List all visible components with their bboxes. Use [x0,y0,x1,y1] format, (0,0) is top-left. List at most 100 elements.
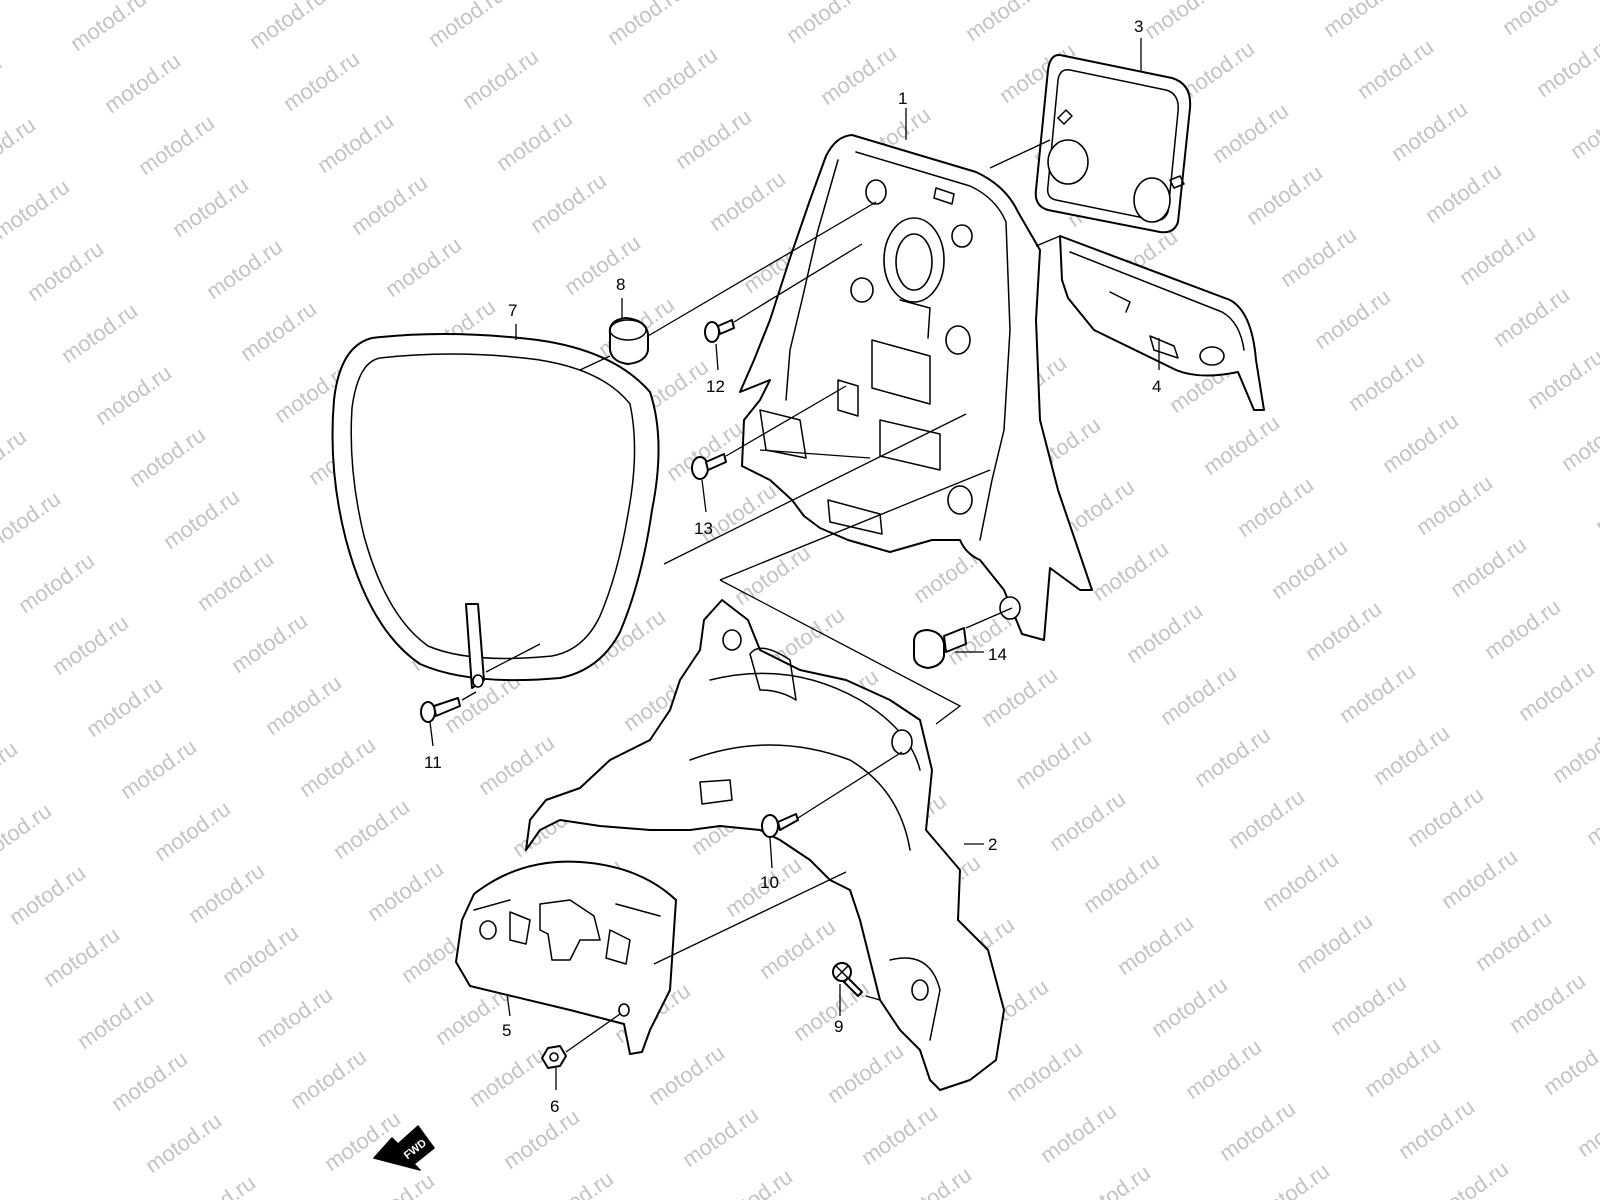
watermark-text: motod.ru [1190,722,1275,792]
part-13-screw [691,453,727,480]
callout-14: 14 [988,645,1007,664]
watermark-text: motod.ru [424,0,509,52]
part-12-screw [704,319,735,343]
watermark-text: motod.ru [279,46,364,116]
watermark-text: motod.ru [286,1044,371,1114]
watermark-text: motod.ru [1310,284,1395,354]
watermark-text: motod.ru [755,914,840,984]
watermark-text: motod.ru [1088,536,1173,606]
watermark-text: motod.ru [73,984,158,1054]
watermark-text: motod.ru [671,104,756,174]
watermark-text: motod.ru [0,798,56,868]
watermark-text: motod.ru [789,976,874,1046]
callout-7: 7 [508,301,517,320]
callout-leaders [429,38,1160,1090]
watermark-text: motod.ru [252,982,337,1052]
watermark-text: motod.ru [712,1164,797,1200]
watermark-text: motod.ru [91,360,176,430]
watermark-text: motod.ru [644,1040,729,1110]
watermark-text: motod.ru [1215,1096,1300,1166]
watermark-text: motod.ru [1498,0,1583,40]
callout-10: 10 [760,873,779,892]
watermark-text: motod.ru [891,1162,976,1200]
watermark-text: motod.ru [1403,782,1488,852]
watermark-text: motod.ru [1360,1032,1445,1102]
callout-4: 4 [1152,377,1161,396]
watermark-text: motod.ru [1582,780,1600,850]
callout-labels: 1 2 3 4 5 6 7 8 9 10 11 12 13 14 [424,17,1161,1116]
watermark-text: motod.ru [1002,1036,1087,1106]
watermark-text: motod.ru [1437,844,1522,914]
watermark-text: motod.ru [705,166,790,236]
watermark-text: motod.ru [1532,32,1600,102]
watermark-text: motod.ru [1242,160,1327,230]
watermark-text: motod.ru [465,1042,550,1112]
part-9-screw [832,962,863,997]
watermark-text: motod.ru [499,1104,584,1174]
watermark-text: motod.ru [363,856,448,926]
watermark-text: motod.ru [1394,1094,1479,1164]
watermark-text: motod.ru [5,860,90,930]
watermark-text: motod.ru [1566,94,1600,164]
watermark-text: motod.ru [0,486,65,556]
watermark-text: motod.ru [245,0,330,54]
watermark-text: motod.ru [1267,534,1352,604]
watermark-text: motod.ru [227,608,312,678]
watermark-text: motod.ru [560,230,645,300]
watermark-text: motod.ru [202,234,287,304]
watermark-text: motod.ru [125,422,210,492]
watermark-text: motod.ru [1514,656,1599,726]
watermark-text: motod.ru [1591,468,1600,538]
watermark-text: motod.ru [1140,0,1225,44]
watermark-text: motod.ru [1319,0,1404,42]
watermark-text: motod.ru [1122,598,1207,668]
part-14-bolt [913,627,967,669]
watermark-text: motod.ru [261,670,346,740]
part-11-screw [420,697,461,723]
watermark-text: motod.ru [1181,1034,1266,1104]
watermark-text: motod.ru [141,1108,226,1178]
part-10-screw [761,813,799,838]
watermark-text: motod.ru [66,0,151,56]
watermark-text: motod.ru [1573,1092,1600,1162]
watermark-text: motod.ru [1326,970,1411,1040]
watermark-text: motod.ru [57,298,142,368]
callout-13: 13 [694,519,713,538]
watermark-text: motod.ru [533,1166,618,1200]
callout-12: 12 [706,377,725,396]
watermark-text: motod.ru [1036,1098,1121,1168]
watermark-text: motod.ru [0,112,40,182]
watermark-text: motod.ru [1455,220,1540,290]
callout-9: 9 [834,1017,843,1036]
watermark-text: motod.ru [0,174,74,244]
fwd-arrow-icon [373,1125,435,1171]
watermark-text: motod.ru [329,794,414,864]
part-6-nut [541,1045,567,1069]
watermark-text: motod.ru [313,108,398,178]
watermark-text: motod.ru [730,540,815,610]
watermark-text: motod.ru [1557,406,1600,476]
watermark-text: motod.ru [168,172,253,242]
part-2-main-cover [525,599,1005,1091]
callout-5: 5 [502,1021,511,1040]
part-1-backrest-bracket [739,134,1093,641]
callout-6: 6 [550,1097,559,1116]
watermark-text: motod.ru [1471,906,1556,976]
callout-1: 1 [898,89,907,108]
watermark-text: motod.ru [184,858,269,928]
watermark-text: motod.ru [381,232,466,302]
watermark-text: motod.ru [48,610,133,680]
watermark-text: motod.ru [1011,724,1096,794]
watermark-text: motod.ru [603,0,688,50]
callout-11: 11 [424,753,442,772]
watermark-text: motod.ru [1446,532,1531,602]
watermark-text: motod.ru [1249,1158,1334,1200]
watermark-text: motod.ru [1258,846,1343,916]
watermark-text: motod.ru [678,1102,763,1172]
assembly-guide-lines [461,139,1061,1053]
part-7-backrest-pad [331,333,660,689]
watermark-text: motod.ru [39,922,124,992]
watermark-text: motod.ru [1045,786,1130,856]
watermark-text: motod.ru [354,1168,439,1200]
